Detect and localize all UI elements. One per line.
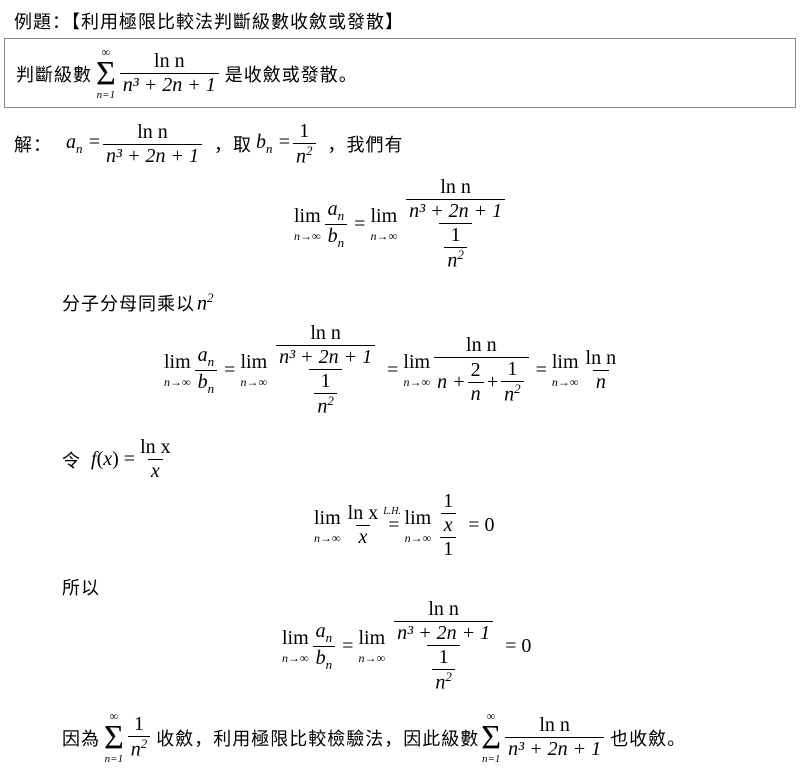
we-have-text: ，我們有 bbox=[327, 135, 404, 157]
multiply-line: 分子分母同乘以 n2 bbox=[62, 290, 214, 315]
problem-box bbox=[4, 38, 796, 108]
take-b-text: ，取 bbox=[214, 135, 252, 157]
solution-label: 解： bbox=[14, 135, 52, 157]
a-n: an = bbox=[66, 131, 101, 157]
b-n: bn = bbox=[256, 131, 291, 157]
series-fraction: ln n n³ + 2n + 1 bbox=[119, 50, 219, 97]
therefore-text: 所以 bbox=[62, 578, 100, 599]
b-n-fraction: 1 n2 bbox=[293, 120, 316, 169]
a-n-fraction: ln n n³ + 2n + 1 bbox=[103, 121, 202, 168]
problem-suffix: 是收斂或發散。 bbox=[224, 64, 358, 86]
solution-line-1: 解： an = ln n n³ + 2n + 1 ，取 bn = 1 n2 ，我… bbox=[14, 120, 404, 169]
lh-label: L.H. bbox=[383, 506, 402, 517]
problem-prefix: 判斷級數 bbox=[16, 64, 92, 86]
page-title: 例題：【利用極限比較法判斷級數收斂或發散】 bbox=[14, 12, 404, 33]
